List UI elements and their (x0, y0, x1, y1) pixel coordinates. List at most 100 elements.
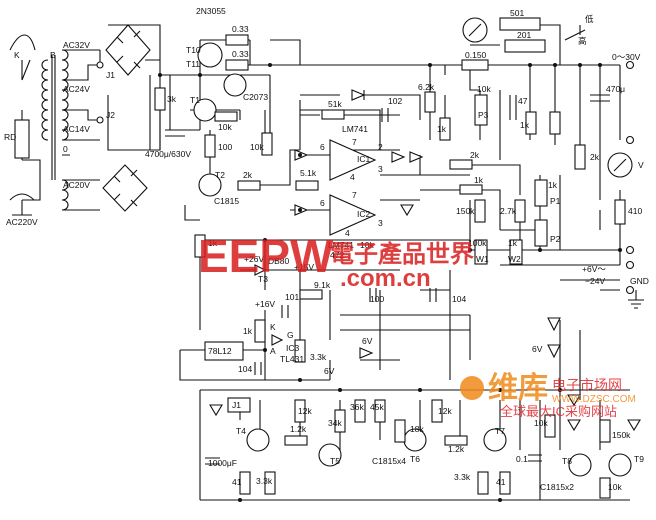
label-1-2k-a: 1.2k (290, 424, 307, 434)
label-101: 101 (285, 292, 299, 302)
label-033-a: 0.33 (232, 24, 249, 34)
resistor-1-2k-a (284, 435, 308, 446)
label-pin3b: 3 (378, 218, 383, 228)
label-150k: 150k (456, 206, 475, 216)
resistor-3-3k-ic3 (294, 339, 306, 363)
resistor-9-1k (299, 289, 323, 300)
label-6v-c: 6V (532, 344, 543, 354)
resistor-34k (334, 409, 346, 433)
capacitor-101 (281, 305, 289, 318)
diode-relay (209, 404, 223, 417)
label-12k-b: 12k (298, 406, 312, 416)
label-db80: DB80 (268, 256, 290, 266)
resistor-41-a (239, 471, 251, 495)
label-9-1k: 9.1k (314, 280, 331, 290)
label-033-b: 0.33 (232, 49, 249, 59)
label-t2: T2 (215, 170, 225, 180)
resistor-45k (374, 399, 386, 423)
label-1k-left: 1k (208, 238, 218, 248)
watermark-weiku: 维库 电子市场网 WWW.DZSC.COM 全球最大IC采购网站 (460, 372, 636, 419)
label-3k: 3k (167, 94, 177, 104)
resistor-10k-t1 (214, 111, 238, 122)
relay-contact-j1 (96, 61, 104, 69)
label-36k: 36k (350, 402, 364, 412)
label-41-a: 41 (232, 477, 242, 487)
label-2k-ic2: 2k (470, 150, 480, 160)
resistor-rail (549, 111, 561, 135)
pot-p3 (474, 94, 488, 126)
capacitor-104-b (254, 362, 262, 375)
label-ac14v: AC14V (63, 124, 90, 134)
label-2-7k: 2.7k (500, 206, 517, 216)
label-c1815x2: C1815x2 (540, 482, 574, 492)
resistor-36k (354, 399, 366, 423)
label-t5: T5 (330, 456, 340, 466)
transistor-t5 (318, 443, 342, 467)
terminal-v (625, 135, 635, 145)
label-51k: 51k (328, 99, 342, 109)
label-voltmeter: V (638, 160, 644, 170)
label-ic2: IC2 (357, 209, 371, 219)
label-ic1: IC1 (357, 154, 371, 164)
label-0-1: 0.1 (516, 454, 528, 464)
capacitor-4700uf (165, 129, 185, 137)
label-10k-t9: 10k (608, 482, 622, 492)
zener-6v-a (359, 347, 374, 359)
label-5-1k: 5.1k (300, 168, 317, 178)
resistor-5-1k (295, 180, 319, 191)
label-c1815x4: C1815x4 (372, 456, 406, 466)
label-c1815: C1815 (214, 196, 239, 206)
resistor-410 (614, 199, 626, 225)
regulator-78l12 (204, 341, 244, 361)
terminal-6v (625, 245, 635, 255)
label-p3: P3 (478, 110, 489, 120)
resistor-2-7k (514, 199, 526, 223)
label-10k-t8: 10k (534, 418, 548, 428)
label-ac20v: AC20V (63, 180, 90, 190)
bridge-rectifier-2 (102, 164, 148, 212)
label-1k-w: 1k (508, 238, 518, 248)
label-2n3055: 2N3055 (196, 6, 226, 16)
label-fuse-rd: RD (4, 132, 16, 142)
diode-top (351, 89, 366, 101)
pot-p1 (534, 179, 548, 207)
bridge-rectifier-1 (105, 24, 151, 76)
regulator-tl431 (271, 334, 284, 346)
resistor-12k-c (431, 399, 443, 423)
diac-db80 (254, 264, 267, 276)
label-6v-b: 6V (324, 366, 335, 376)
pot-w2 (509, 239, 523, 265)
transistor-t10 (197, 42, 223, 68)
label-18k: 18k (410, 424, 424, 434)
label-10k-t1: 10k (218, 122, 232, 132)
label-pin6a: 6 (320, 142, 325, 152)
opamp-ic1 (329, 139, 377, 181)
watermark-weiku-url: WWW.DZSC.COM (552, 394, 636, 405)
watermark-eepw: EEPW 電子產品世界 .com.cn (198, 230, 474, 292)
label-j1-coil: J1 (232, 400, 241, 410)
capacitor-0-1 (528, 454, 542, 462)
label-3-3k-b: 3.3k (454, 472, 471, 482)
label-10k-p3: 10k (477, 84, 491, 94)
resistor-2k-ic2 (449, 159, 473, 170)
label-1k-ic3: 1k (243, 326, 253, 336)
label-plus15v: +15V (294, 262, 314, 272)
zener-6v-b (547, 317, 561, 332)
transistor-t8 (568, 453, 592, 477)
label-78l12: 78L12 (208, 346, 232, 356)
label-410: 410 (628, 206, 642, 216)
pot-p2 (534, 219, 548, 247)
range-switch (564, 25, 586, 41)
label-100: 100 (218, 142, 232, 152)
label-lm741-top: LM741 (342, 124, 368, 134)
label-t3: T3 (258, 274, 268, 284)
transistor-t9 (608, 453, 632, 477)
label-pin7a: 7 (352, 137, 357, 147)
label-501: 501 (510, 8, 524, 18)
pot-w1 (474, 239, 488, 265)
transistor-t2 (198, 173, 222, 197)
capacitor-102 (381, 108, 389, 122)
label-pin6b: 6 (320, 198, 325, 208)
label-t6: T6 (410, 454, 420, 464)
